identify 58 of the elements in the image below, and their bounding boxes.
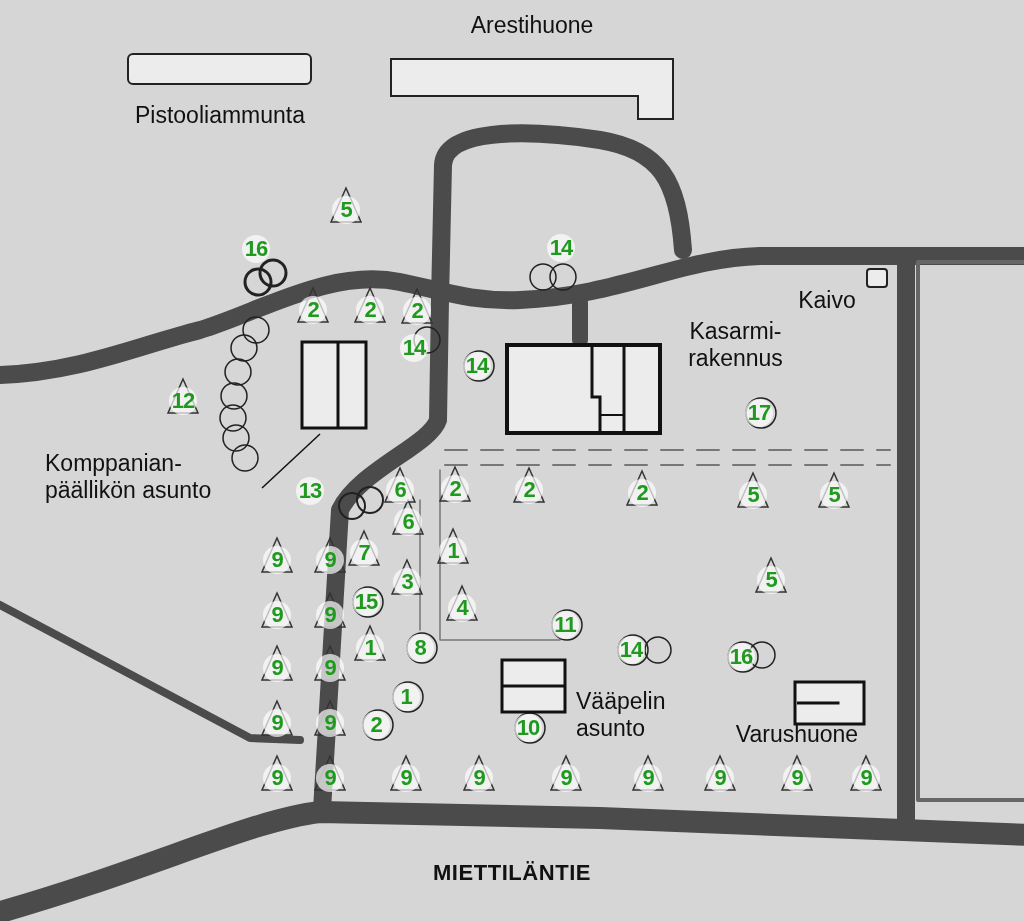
callout-number: 14 <box>400 334 428 362</box>
callout-number: 6 <box>386 476 414 504</box>
callout-number: 1 <box>439 537 467 565</box>
callout-number: 1 <box>356 634 384 662</box>
building-label: Kasarmi-rakennus <box>687 318 784 372</box>
building-label: Komppanian-päällikön asunto <box>45 450 213 504</box>
callout-number: 9 <box>316 601 344 629</box>
callout-number: 1 <box>392 683 420 711</box>
callout-number: 2 <box>362 711 390 739</box>
building-label: Vääpelin asunto <box>576 688 667 742</box>
building-label: Pistooliammunta <box>134 102 306 129</box>
callout-number: 9 <box>852 764 880 792</box>
callout-number: 2 <box>356 296 384 324</box>
callout-number: 17 <box>745 399 773 427</box>
callout-number: 9 <box>783 764 811 792</box>
callout-number: 9 <box>263 654 291 682</box>
leader-line <box>261 433 321 489</box>
callout-number: 5 <box>757 566 785 594</box>
callout-number: 16 <box>727 643 755 671</box>
building-label: Kaivo <box>797 287 857 314</box>
road-name: MIETTILÄNTIE <box>432 858 592 887</box>
callout-number: 9 <box>392 764 420 792</box>
callout-number: 7 <box>350 539 378 567</box>
callout-number: 2 <box>515 476 543 504</box>
callout-number: 2 <box>441 475 469 503</box>
callout-number: 9 <box>316 709 344 737</box>
callout-number: 2 <box>628 479 656 507</box>
callout-number: 5 <box>820 481 848 509</box>
building-label: Varushuone <box>734 721 860 748</box>
callout-number: 8 <box>406 634 434 662</box>
callout-number: 13 <box>296 477 324 505</box>
callout-number: 9 <box>316 654 344 682</box>
callout-number: 14 <box>617 636 645 664</box>
callout-number: 3 <box>393 568 421 596</box>
callout-number: 14 <box>463 352 491 380</box>
callout-number: 9 <box>316 546 344 574</box>
callout-number: 9 <box>263 546 291 574</box>
callout-number: 9 <box>634 764 662 792</box>
callout-number: 9 <box>552 764 580 792</box>
callout-number: 4 <box>448 594 476 622</box>
callout-number: 9 <box>263 601 291 629</box>
callout-number: 5 <box>739 481 767 509</box>
callout-number: 11 <box>551 611 579 639</box>
callout-number: 6 <box>394 508 422 536</box>
callout-number: 14 <box>547 234 575 262</box>
callout-number: 9 <box>263 709 291 737</box>
callout-number: 12 <box>169 387 197 415</box>
callout-number: 9 <box>263 764 291 792</box>
callout-number: 2 <box>299 296 327 324</box>
callout-number: 9 <box>316 764 344 792</box>
building-label: Arestihuone <box>469 12 595 39</box>
callout-number: 2 <box>403 297 431 325</box>
callout-number: 9 <box>706 764 734 792</box>
callout-number: 5 <box>332 196 360 224</box>
callout-number: 16 <box>242 235 270 263</box>
callout-number: 9 <box>465 764 493 792</box>
callout-number: 10 <box>514 714 542 742</box>
callout-number: 15 <box>352 588 380 616</box>
